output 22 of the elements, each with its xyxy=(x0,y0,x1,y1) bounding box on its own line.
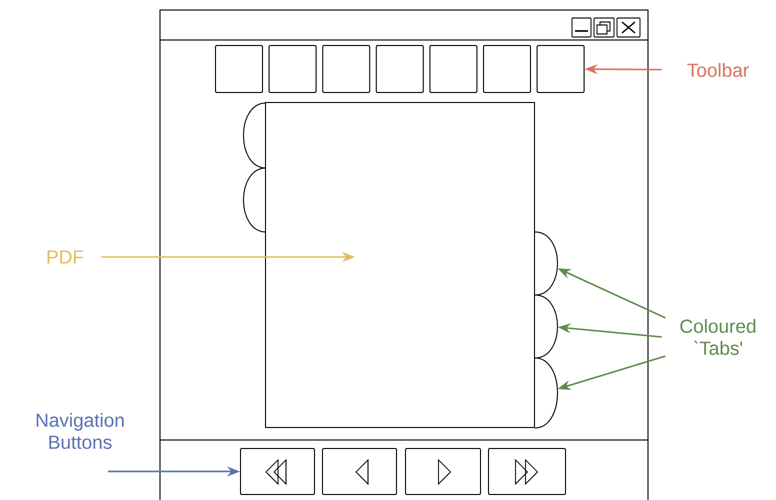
toolbar-button xyxy=(322,45,370,93)
window-frame xyxy=(160,10,648,500)
toolbar-button xyxy=(215,45,263,93)
first-button xyxy=(240,448,315,495)
callout-label: Navigation Buttons xyxy=(36,413,124,449)
tab xyxy=(534,232,558,296)
callout-label: PDF xyxy=(48,250,84,264)
toolbar-button xyxy=(483,45,531,93)
toolbar-button xyxy=(429,45,478,93)
tab xyxy=(243,168,266,232)
callout-label: Toolbar xyxy=(687,63,749,77)
last-button xyxy=(488,448,566,495)
tab xyxy=(534,358,558,428)
tab xyxy=(534,294,558,358)
callout-label: Coloured `Tabs' xyxy=(680,319,756,355)
pdf-page xyxy=(265,102,535,428)
tab xyxy=(243,102,266,168)
toolbar-button xyxy=(268,45,317,93)
toolbar-button xyxy=(376,45,424,93)
previous-button xyxy=(322,448,397,495)
next-button xyxy=(405,448,481,495)
toolbar-button xyxy=(536,45,585,93)
